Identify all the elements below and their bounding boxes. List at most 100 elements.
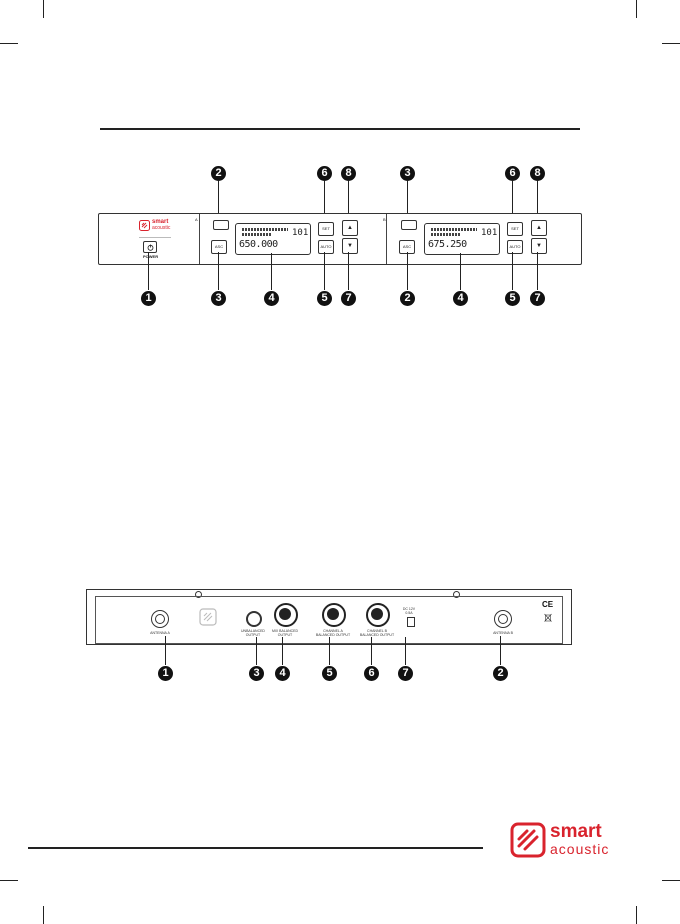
up-button-b[interactable]: ▲ <box>531 220 547 236</box>
mix-balanced-output-xlr[interactable] <box>274 603 298 627</box>
leader-line <box>371 637 372 665</box>
callout: 2 <box>211 166 226 181</box>
callout: 2 <box>400 291 415 306</box>
section-divider <box>386 214 387 264</box>
leader-line <box>165 636 166 665</box>
crop-mark <box>662 880 680 881</box>
front-logo: smart acoustic <box>139 219 179 233</box>
ce-mark: CE <box>542 600 553 609</box>
brand-logo-icon <box>510 822 546 858</box>
lcd-channel-a: 101 <box>292 228 308 238</box>
channel-b-output-xlr[interactable] <box>366 603 390 627</box>
callout: 3 <box>249 666 264 681</box>
crop-mark <box>636 906 637 924</box>
af-meter-b <box>431 233 461 236</box>
logo-icon <box>139 220 150 231</box>
callout: 8 <box>530 166 545 181</box>
leader-line <box>407 252 408 290</box>
callout: 3 <box>400 166 415 181</box>
mix-balanced-output-label: MIX BALANCED OUTPUT <box>268 629 302 637</box>
callout: 7 <box>341 291 356 306</box>
ir-sync-window-a <box>213 220 229 230</box>
lcd-display-b: 101 675.250 <box>424 223 500 255</box>
antenna-b-label: ANTENNA B <box>487 631 519 635</box>
leader-line <box>256 637 257 665</box>
down-button-b[interactable]: ▼ <box>531 238 547 254</box>
front-logo-bottom: acoustic <box>152 225 170 231</box>
leader-line <box>218 252 219 290</box>
callout: 8 <box>341 166 356 181</box>
brand-logo: smart acoustic <box>510 822 640 862</box>
brand-logo-line2: acoustic <box>550 841 609 857</box>
unbalanced-output-label: UNBALANCED OUTPUT <box>236 629 270 637</box>
unbalanced-output-jack[interactable] <box>246 611 262 627</box>
crop-mark <box>0 43 18 44</box>
auto-button-a[interactable]: AUTO <box>318 240 334 254</box>
set-button-b[interactable]: SET <box>507 222 523 236</box>
crop-mark <box>662 43 680 44</box>
channel-a-output-xlr[interactable] <box>322 603 346 627</box>
mode-button-a[interactable]: ASC <box>211 240 227 254</box>
bottom-rule <box>28 847 483 849</box>
antenna-a-label: ANTENNA A <box>144 631 176 635</box>
ch-b-tag: B <box>383 217 386 222</box>
auto-button-b[interactable]: AUTO <box>507 240 523 254</box>
logo-underline <box>139 237 171 238</box>
crop-mark <box>43 906 44 924</box>
leader-line <box>500 636 501 665</box>
callout: 6 <box>505 166 520 181</box>
lcd-channel-b: 101 <box>481 228 497 238</box>
leader-line <box>282 637 283 665</box>
weee-bin-icon <box>544 613 552 622</box>
crop-mark <box>0 880 18 881</box>
front-panel: smart acoustic POWER A ASC 101 650.000 S… <box>98 213 582 265</box>
logo-watermark-icon <box>199 608 217 626</box>
ch-a-tag: A <box>195 217 198 222</box>
leader-line <box>407 181 408 217</box>
callout: 7 <box>530 291 545 306</box>
callout: 3 <box>211 291 226 306</box>
lcd-display-a: 101 650.000 <box>235 223 311 255</box>
callout: 1 <box>141 291 156 306</box>
leader-line <box>218 181 219 217</box>
power-icon <box>147 244 154 251</box>
callout: 4 <box>275 666 290 681</box>
lcd-frequency-a: 650.000 <box>239 239 278 250</box>
callout: 1 <box>158 666 173 681</box>
callout: 4 <box>264 291 279 306</box>
rf-meter-a <box>242 228 288 231</box>
dc-input-label: DC 12V 0.5A <box>399 607 419 615</box>
channel-b-output-label: CHANNEL B BALANCED OUTPUT <box>359 629 395 637</box>
down-button-a[interactable]: ▼ <box>342 238 358 254</box>
antenna-a-connector[interactable] <box>151 610 169 628</box>
leader-line <box>271 253 272 290</box>
leader-line <box>405 637 406 665</box>
set-button-a[interactable]: SET <box>318 222 334 236</box>
leader-line <box>460 253 461 290</box>
crop-mark <box>43 0 44 18</box>
callout: 5 <box>322 666 337 681</box>
lcd-frequency-b: 675.250 <box>428 239 467 250</box>
channel-a-output-label: CHANNEL A BALANCED OUTPUT <box>315 629 351 637</box>
ir-sync-window-b <box>401 220 417 230</box>
leader-line <box>537 252 538 290</box>
crop-mark <box>636 0 637 18</box>
power-label: POWER <box>143 254 158 259</box>
power-button[interactable] <box>143 241 157 253</box>
dc-input-jack[interactable] <box>407 617 415 627</box>
callout: 5 <box>317 291 332 306</box>
callout: 6 <box>317 166 332 181</box>
leader-line <box>348 252 349 290</box>
up-button-a[interactable]: ▲ <box>342 220 358 236</box>
leader-line <box>324 252 325 290</box>
rf-meter-b <box>431 228 477 231</box>
callout: 4 <box>453 291 468 306</box>
leader-line <box>512 252 513 290</box>
callout: 5 <box>505 291 520 306</box>
brand-logo-line1: smart <box>550 822 602 842</box>
leader-line <box>329 637 330 665</box>
top-rule <box>100 128 580 130</box>
antenna-b-connector[interactable] <box>494 610 512 628</box>
callout: 6 <box>364 666 379 681</box>
af-meter-a <box>242 233 272 236</box>
